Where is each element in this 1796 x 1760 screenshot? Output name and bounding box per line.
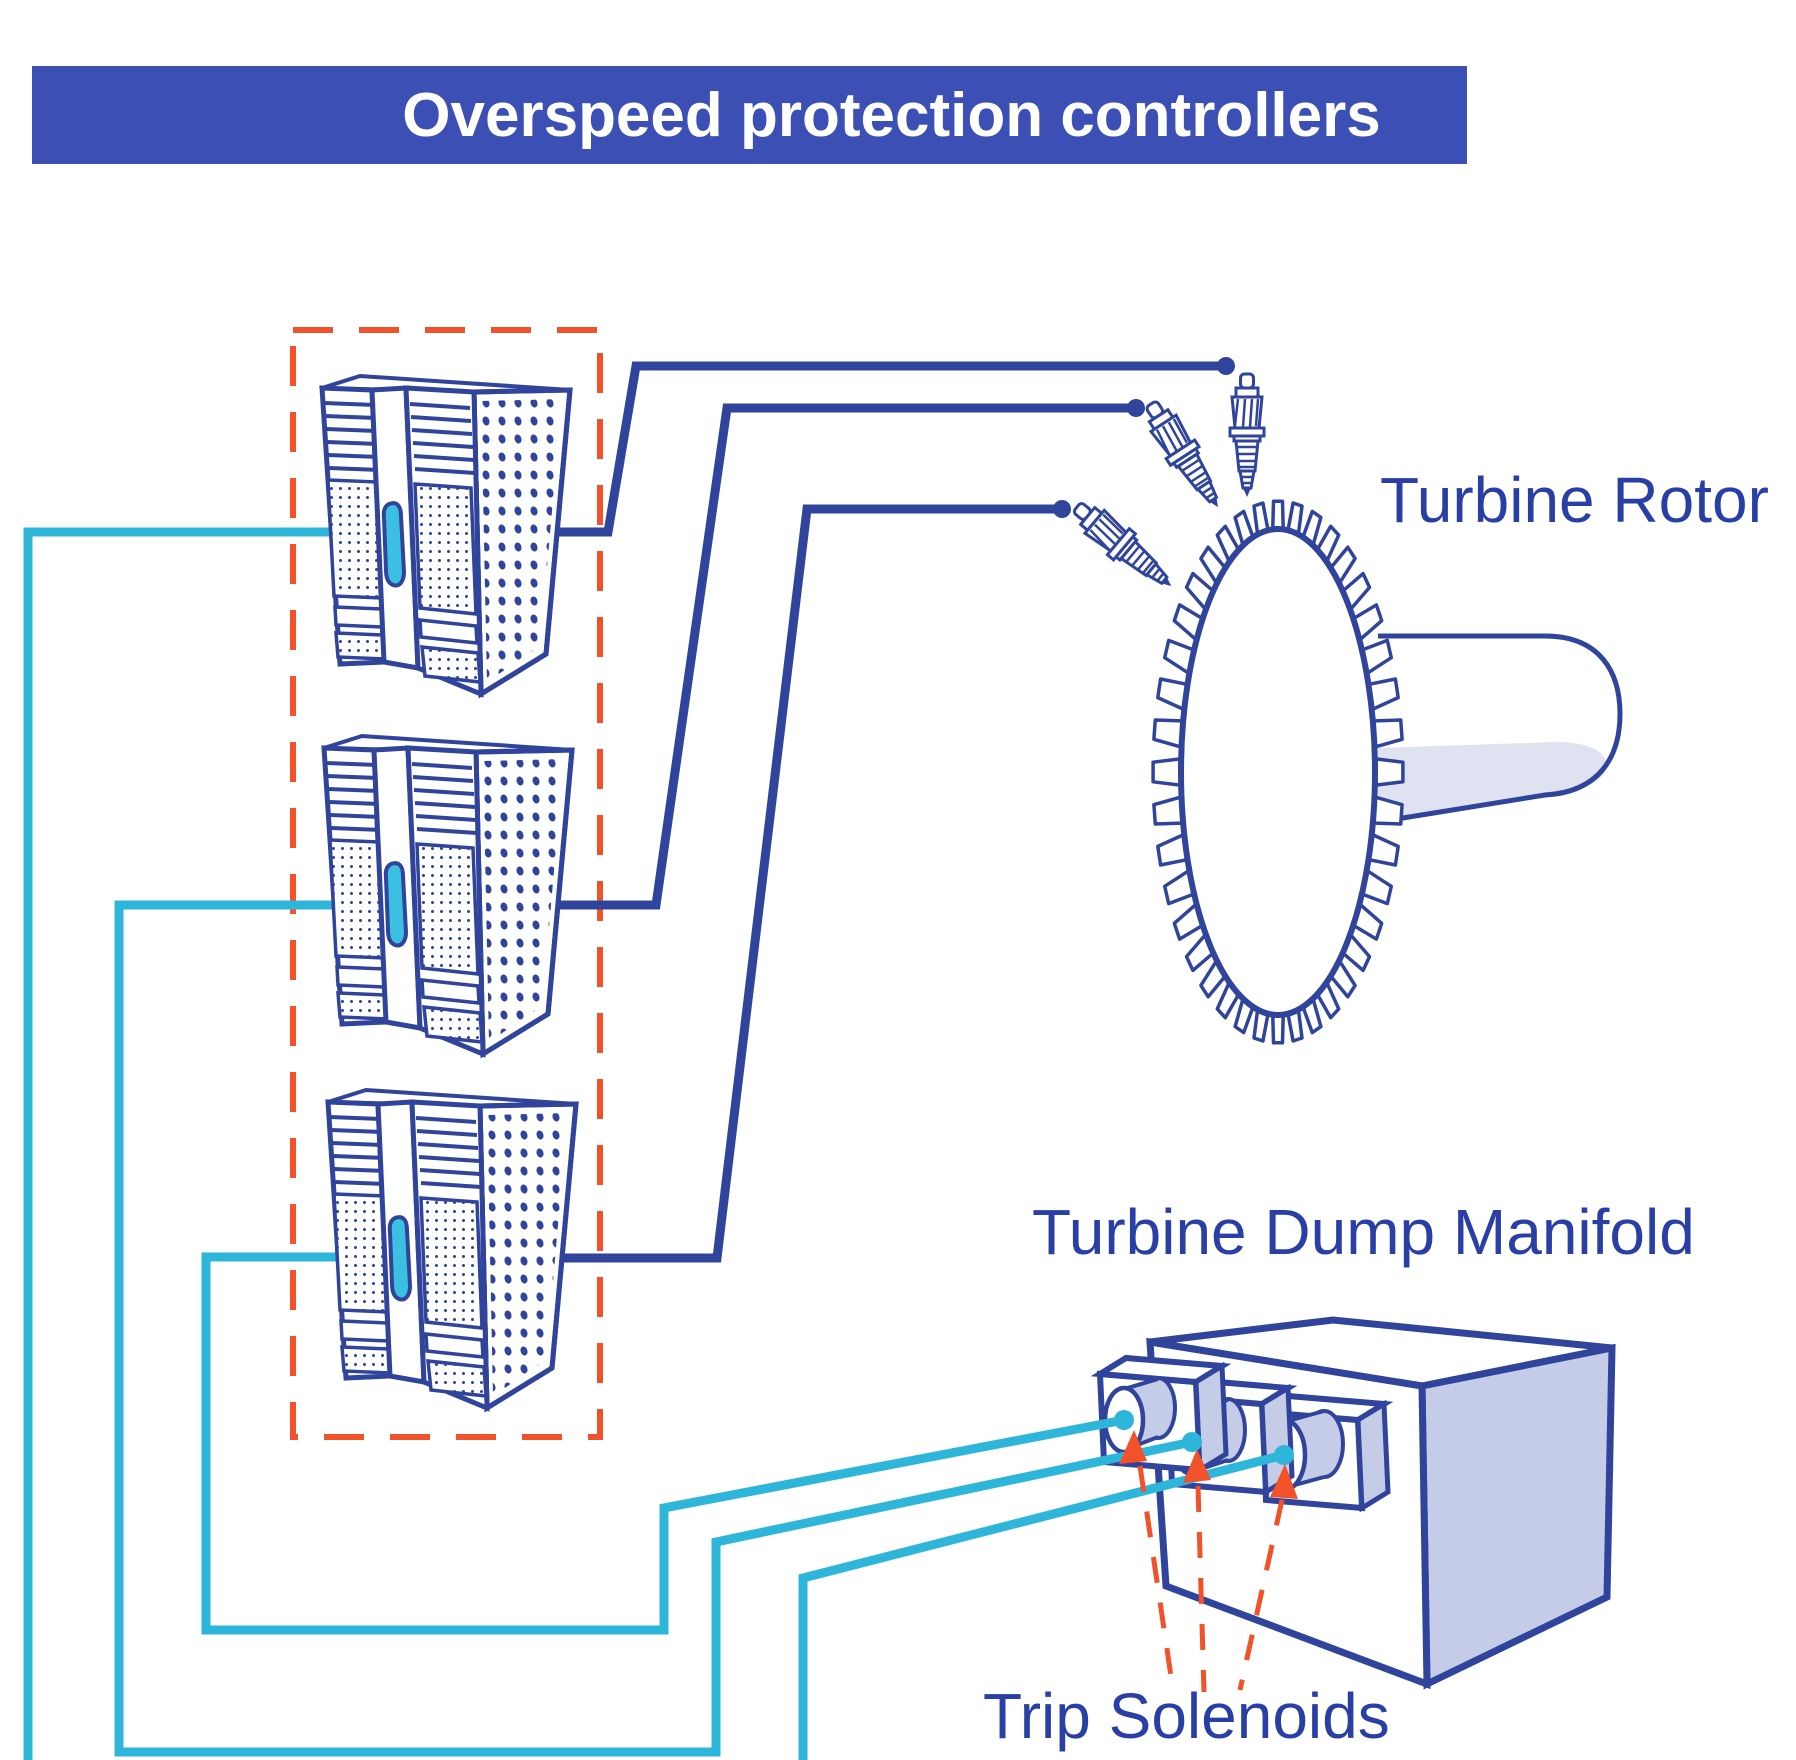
sensor-wires [545, 357, 1235, 1263]
rotor-shaft-icon [1377, 633, 1623, 825]
pointer-dash-line [1237, 1499, 1285, 1691]
trip-solenoid-pointers [1119, 1430, 1298, 1693]
wire-controller1-to-probe1 [545, 361, 1226, 537]
title-banner-label: Overspeed protection controllers [402, 80, 1381, 150]
pointer-dash-line [1137, 1465, 1176, 1691]
wire-terminal-dot [1053, 500, 1071, 518]
controller-cabinet-icon [324, 736, 572, 1054]
turbine-dump-manifold-label: Turbine Dump Manifold [1032, 1196, 1695, 1268]
wire-controller3-to-probe3 [545, 504, 1062, 1263]
turbine-rotor-label: Turbine Rotor [1380, 464, 1769, 536]
wire-controller1-down [23, 527, 340, 1760]
controllers-group-outline [290, 327, 603, 1440]
solenoid-terminal-dot [1274, 1445, 1294, 1465]
wire-controller3-to-solenoid1 [201, 1252, 1125, 1635]
solenoid-terminal-dot [1182, 1432, 1202, 1452]
title-banner: Overspeed protection controllers [32, 66, 1467, 164]
speed-probe-icon [1135, 393, 1234, 518]
controller-cabinet-icon [328, 1090, 576, 1408]
speed-probe-icon [1064, 492, 1184, 601]
pointer-arrow-icon [1270, 1464, 1298, 1499]
wire-terminal-dot [1217, 357, 1235, 375]
wire-solenoid3-down [798, 1450, 1286, 1760]
wire-controller2-to-probe2 [545, 403, 1136, 910]
solenoid-terminal-dot [1114, 1410, 1134, 1430]
wire-controller2-to-solenoid2 [114, 900, 1193, 1757]
dump-manifold-illustration [1090, 1316, 1616, 1690]
trip-solenoids-label: Trip Solenoids [983, 1680, 1390, 1752]
pointer-arrow-icon [1119, 1430, 1147, 1464]
speed-probe-icon [1228, 372, 1266, 499]
trip-wires [23, 527, 1294, 1760]
controller-cabinet-icon [322, 376, 570, 694]
toothed-wheel-rim [1178, 526, 1378, 1018]
turbine-rotor-illustration [1151, 499, 1623, 1045]
wire-terminal-dot [1127, 399, 1145, 417]
pointer-dash-line [1195, 1485, 1207, 1693]
pointer-arrow-icon [1183, 1449, 1211, 1483]
